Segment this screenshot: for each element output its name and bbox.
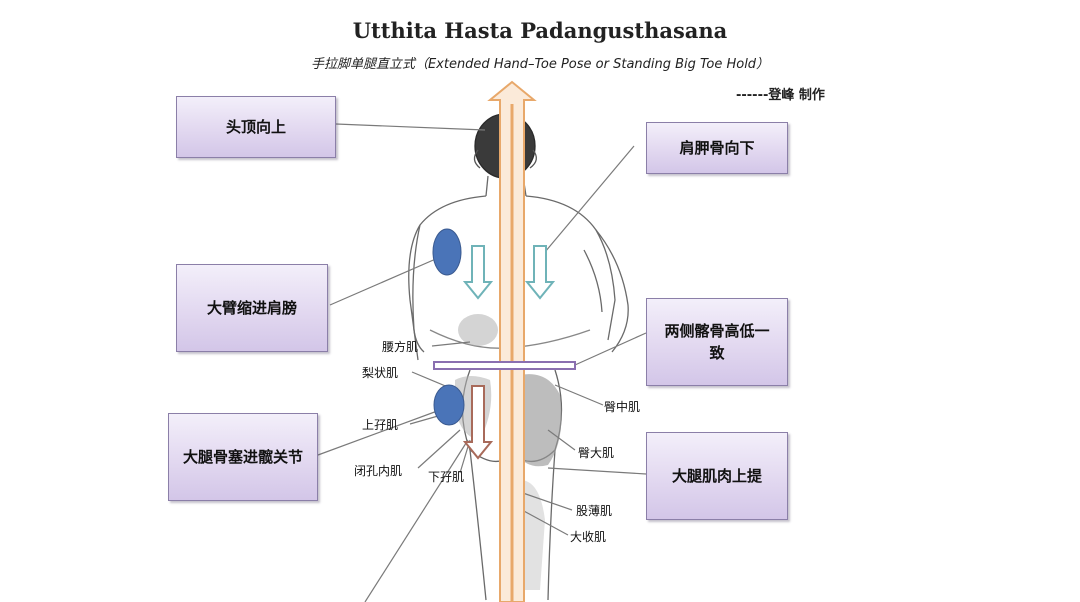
pose-title: Utthita Hasta Padangusthasana [352,18,728,43]
right-scapula-down-arrow [524,245,556,300]
label-adductor-magnus: 大收肌 [570,530,607,544]
label-quadratus-lumborum: 腰方肌 [382,340,419,354]
box-hips-level: 两侧髂骨高低一致 [646,298,788,386]
box-thigh-lift-text: 大腿肌肉上提 [671,467,762,485]
box-head-up-text: 头顶向上 [225,118,286,136]
shoulder-joint-marker [432,228,462,276]
label-inferior-gemellus: 下孖肌 [428,470,465,484]
leader-gluteus-medius [554,384,604,406]
leader-gluteus-maximus [547,429,576,451]
adductor-shade [520,480,545,590]
leader-lower [364,439,469,602]
leader-hips [574,332,647,366]
label-gluteus-maximus: 臀大肌 [578,446,615,460]
leader-arm [329,257,439,306]
quadratus-lumborum-shade [458,314,498,346]
pose-subtitle: 手拉脚单腿直立式（Extended Hand–Toe Pose or Stand… [310,57,770,72]
leader-head [335,123,486,131]
box-thigh-lift: 大腿肌肉上提 [646,432,788,520]
box-arm-into-shoulder: 大臂缩进肩膀 [176,264,328,352]
box-scapula-down: 肩胛骨向下 [646,122,788,174]
leader-thigh-lift [547,467,647,475]
box-hips-level-text: 两侧髂骨高低一致 [664,322,770,362]
leader-scapula [544,145,635,253]
box-scapula-down-text: 肩胛骨向下 [679,139,755,157]
vertical-axis-arrow [487,80,537,602]
label-superior-gemellus: 上孖肌 [362,418,399,432]
left-scapula-down-arrow [462,245,494,300]
muscle-shading [455,314,562,590]
hip-down-arrow [462,385,494,460]
hip-level-bar [433,361,576,370]
leader-gracilis [519,491,573,511]
leader-obturator [417,429,461,469]
leader-thigh-bone [317,409,441,456]
box-head-up: 头顶向上 [176,96,336,158]
author-credit: ------登峰 制作 [736,88,825,103]
gluteus-maximus-shade [518,374,562,467]
box-arm-into-shoulder-text: 大臂缩进肩膀 [206,299,297,317]
hip-joint-marker [433,384,465,426]
label-piriformis: 梨状肌 [362,366,399,380]
leader-lines [317,123,647,602]
label-gluteus-medius: 臀中肌 [604,400,641,414]
box-thigh-into-hip-text: 大腿骨塞进髋关节 [182,448,303,466]
label-obturator-internus: 闭孔内肌 [354,464,403,478]
leader-quadratus [431,341,471,347]
label-gracilis: 股薄肌 [576,504,613,518]
box-thigh-into-hip: 大腿骨塞进髋关节 [168,413,318,501]
leader-adductor [521,509,569,536]
